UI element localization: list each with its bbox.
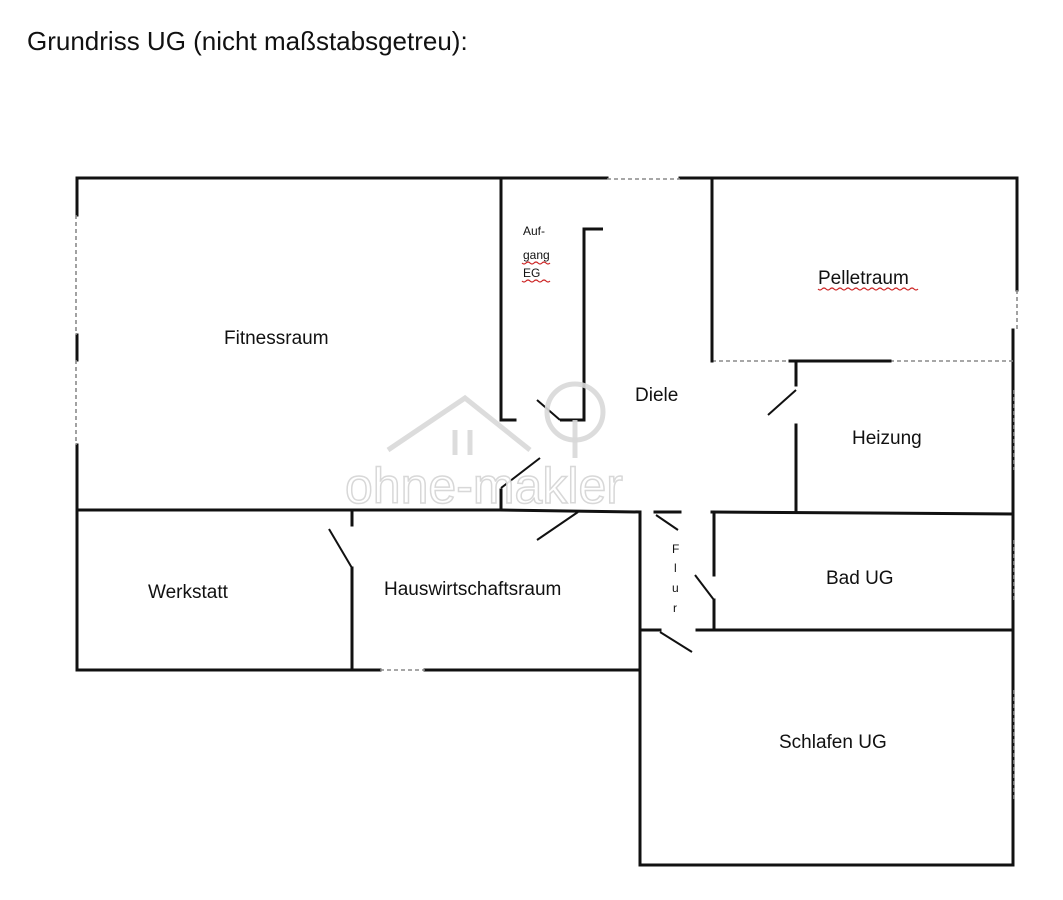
interior-walls — [75, 176, 1015, 672]
door-heizung — [767, 389, 797, 416]
door-hauswirtschaft — [536, 511, 579, 541]
watermark-text: ohne-makler — [345, 458, 623, 514]
door-bad — [694, 574, 715, 601]
room-label-flur-u: u — [672, 581, 679, 595]
exterior-walls — [75, 176, 1019, 867]
room-label-fitnessraum: Fitnessraum — [224, 328, 329, 349]
room-label-aufgang-line3: EG — [523, 266, 540, 280]
watermark: ohne-makler — [344, 381, 624, 515]
room-label-pelletraum: Pelletraum — [818, 268, 909, 289]
room-label-werkstatt: Werkstatt — [148, 582, 229, 603]
room-label-flur-l: l — [674, 561, 677, 575]
spellcheck-underline-gang — [521, 261, 551, 265]
wall-diele-bottom — [499, 508, 642, 514]
window-openings — [75, 178, 1018, 800]
room-labels: Fitnessraum Auf- gang EG Diele Pelletrau… — [148, 224, 922, 753]
door-schlafen — [659, 631, 693, 653]
door-fitnessraum — [500, 457, 541, 489]
door-flur-top — [655, 514, 679, 531]
spellcheck-underline-pelletraum — [817, 287, 919, 291]
wall-heizung-bottom — [710, 510, 1015, 516]
spellcheck-underline-eg — [521, 279, 551, 283]
stair-aufgang — [560, 227, 603, 422]
room-label-flur-r: r — [673, 601, 677, 615]
room-label-aufgang-line2: gang — [523, 248, 550, 262]
room-label-aufgang-line1: Auf- — [523, 224, 545, 238]
room-label-hauswirtschaftsraum: Hauswirtschaftsraum — [384, 579, 561, 600]
watermark-roof — [386, 394, 532, 453]
door-werkstatt — [328, 528, 353, 569]
room-label-bad-ug: Bad UG — [826, 568, 894, 589]
room-label-schlafen-ug: Schlafen UG — [779, 732, 887, 753]
stair-outline — [560, 227, 603, 422]
page-title: Grundriss UG (nicht maßstabsgetreu): — [27, 26, 468, 56]
room-label-diele: Diele — [635, 385, 678, 406]
house-tree-logo-icon — [386, 381, 606, 458]
room-label-heizung: Heizung — [852, 428, 922, 449]
door-swings — [328, 389, 797, 653]
room-label-flur-f: F — [672, 542, 679, 556]
